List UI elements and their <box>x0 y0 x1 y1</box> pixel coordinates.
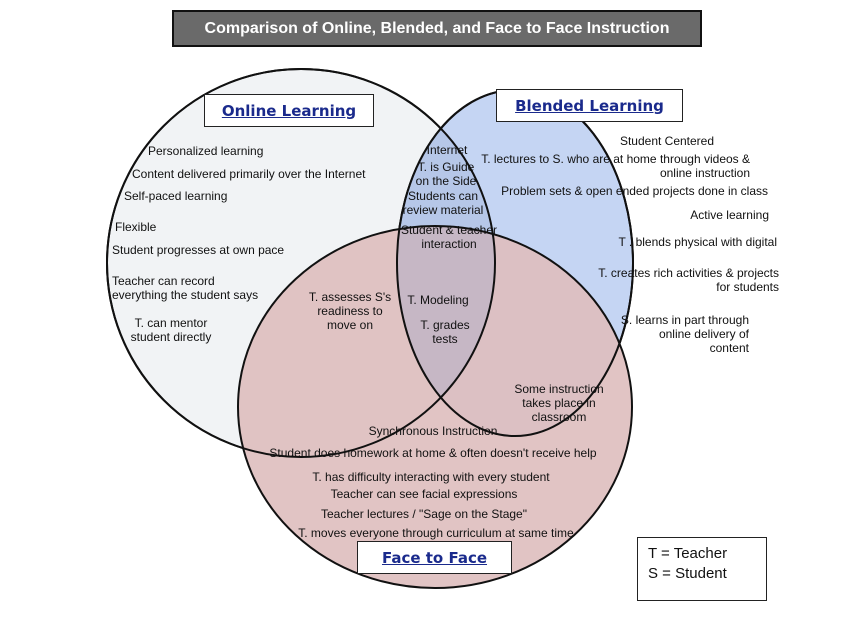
face-to-face-circle <box>238 226 632 588</box>
online-blended-item: review material <box>403 203 484 217</box>
blended-learning-heading: Blended Learning <box>496 89 683 122</box>
face-item: Student does homework at home & often do… <box>269 446 596 460</box>
all-three-item: tests <box>432 332 457 346</box>
all-three-item: Student & teacher <box>401 223 497 237</box>
face-item: T. has difficulty interacting with every… <box>312 470 550 484</box>
online-blended-item: Internet <box>427 143 468 157</box>
blended-item: T. lectures to S. who are at home throug… <box>481 152 750 166</box>
face-item: Teacher can see facial expressions <box>331 487 518 501</box>
blended-item: online delivery of <box>659 327 750 341</box>
blended-item: content <box>710 341 750 355</box>
blended-item: T . blends physical with digital <box>618 235 777 249</box>
blended-item: T. creates rich activities & projects <box>598 266 779 280</box>
all-three-item: T. Modeling <box>407 293 468 307</box>
online-blended-item: T. is Guide <box>418 160 475 174</box>
face-item: T. moves everyone through curriculum at … <box>298 526 574 540</box>
face-to-face-heading: Face to Face <box>357 541 512 574</box>
online-item: everything the student says <box>112 288 258 302</box>
online-item: Teacher can record <box>112 274 215 288</box>
online-item: Personalized learning <box>148 144 263 158</box>
online-face-item: readiness to <box>317 304 383 318</box>
blended-item: online instruction <box>660 166 750 180</box>
online-item: Content delivered primarily over the Int… <box>132 167 366 181</box>
online-blended-item: on the Side <box>416 174 477 188</box>
online-item: T. can mentor <box>135 316 208 330</box>
online-item: Self-paced learning <box>124 189 227 203</box>
face-to-face-outline <box>237 225 633 589</box>
online-blended-overlap <box>397 90 495 436</box>
face-to-face-tint <box>238 226 632 588</box>
face-item: Synchronous Instruction <box>369 424 498 438</box>
online-learning-heading: Online Learning <box>204 94 374 127</box>
blended-item: Active learning <box>690 208 769 222</box>
diagram-title: Comparison of Online, Blended, and Face … <box>172 10 702 47</box>
online-item: Student progresses at own pace <box>112 243 284 257</box>
blended-item: Student Centered <box>620 134 714 148</box>
legend: T = Teacher S = Student <box>637 537 767 601</box>
blended-item: Problem sets & open ended projects done … <box>501 184 768 198</box>
all-three-item: interaction <box>421 237 476 251</box>
legend-teacher: T = Teacher <box>648 545 728 562</box>
online-blended-item: Students can <box>408 189 478 203</box>
blended-face-item: classroom <box>532 410 587 424</box>
online-item: Flexible <box>115 220 157 234</box>
online-learning-outline <box>106 68 496 458</box>
blended-face-item: takes place in <box>522 396 595 410</box>
all-three-item: T. grades <box>420 318 469 332</box>
online-face-item: T. assesses S's <box>309 290 391 304</box>
online-item: student directly <box>131 330 212 344</box>
blended-face-item: Some instruction <box>514 382 603 396</box>
blended-item: S. learns in part through <box>621 313 749 327</box>
blended-item: for students <box>716 280 779 294</box>
face-item: Teacher lectures / "Sage on the Stage" <box>321 507 527 521</box>
online-face-item: move on <box>327 318 373 332</box>
legend-student: S = Student <box>648 565 727 582</box>
